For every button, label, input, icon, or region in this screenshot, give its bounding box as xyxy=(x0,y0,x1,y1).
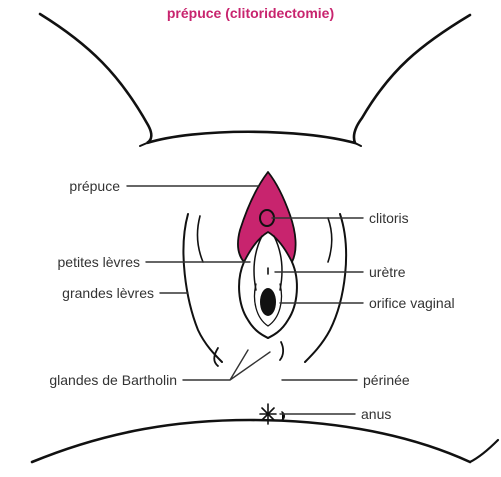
bartholin-fold-right xyxy=(280,342,283,360)
grandes-levres-left-fold xyxy=(197,216,203,262)
label-prepuce: prépuce xyxy=(20,178,120,194)
diagram-title: prépuce (clitoridectomie) xyxy=(0,5,501,21)
label-petites-levres: petites lèvres xyxy=(4,254,140,270)
grandes-levres-right-fold xyxy=(328,218,332,262)
upper-body-outline-tick xyxy=(140,143,361,146)
label-uretre: urètre xyxy=(369,264,406,280)
upper-body-outline xyxy=(40,14,470,143)
label-clitoris: clitoris xyxy=(369,210,409,226)
grandes-levres-right-outline xyxy=(305,214,346,362)
label-glandes-bartholin: glandes de Bartholin xyxy=(4,372,177,388)
grandes-levres-left-outline xyxy=(183,214,222,362)
label-anus: anus xyxy=(361,406,391,422)
orifice-vaginal-shape xyxy=(260,288,276,316)
lower-body-outline xyxy=(32,420,470,462)
label-grandes-levres: grandes lèvres xyxy=(4,285,154,301)
label-orifice-vaginal: orifice vaginal xyxy=(369,295,455,311)
leader-glandes-bartholin xyxy=(183,350,270,380)
label-perinee: périnée xyxy=(363,372,410,388)
lower-body-outline-right-tail xyxy=(470,440,498,462)
